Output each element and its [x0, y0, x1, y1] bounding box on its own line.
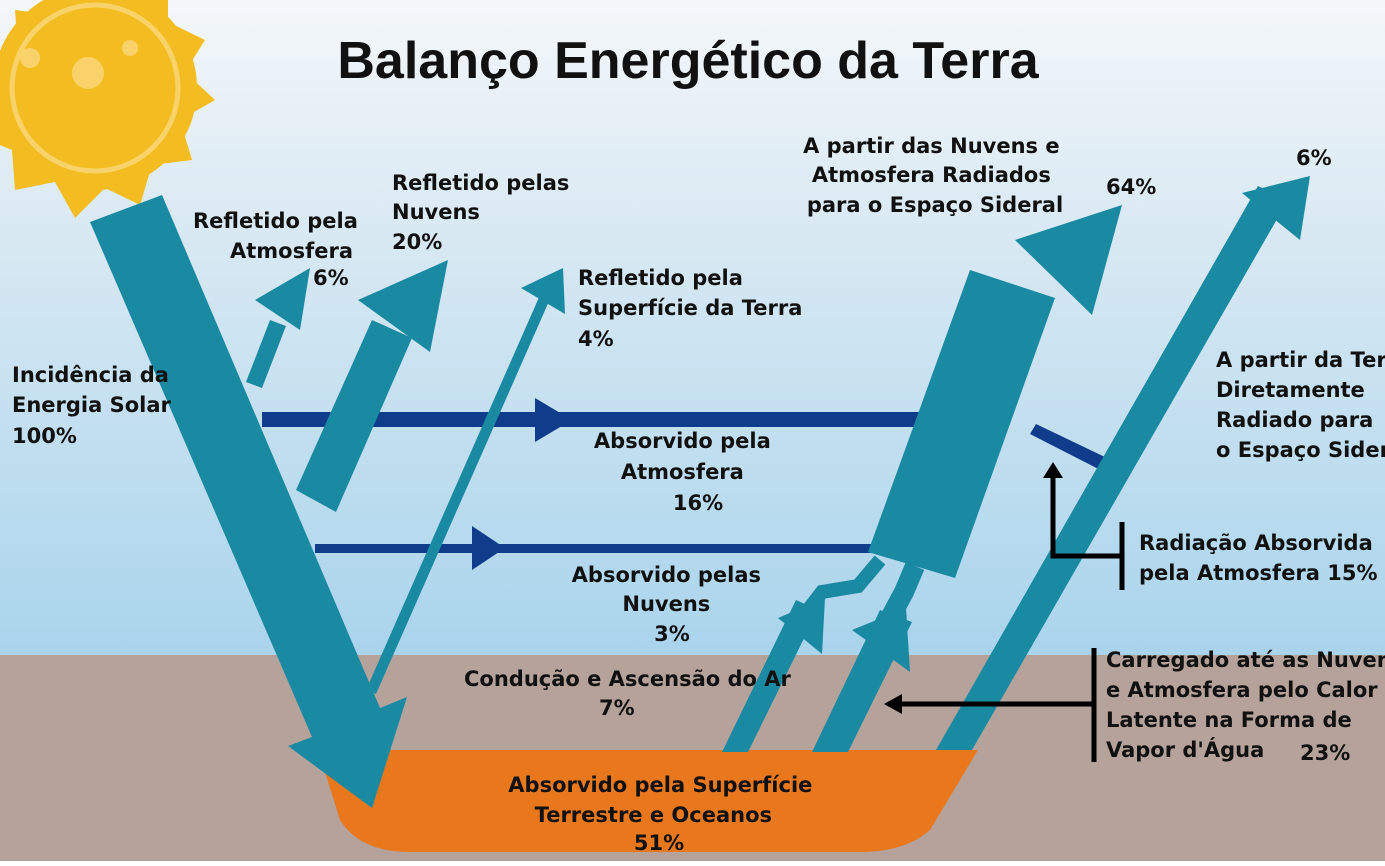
surface-absorbed-line-2: Terrestre e Oceanos — [535, 803, 772, 827]
latent-heat-line-1: Carregado até as Nuvens — [1106, 648, 1385, 672]
reflected-atmosphere-line-1: Refletido pela — [193, 209, 358, 233]
radiated-clouds-label: A partir das Nuvens e Atmosfera Radiados… — [803, 134, 1067, 217]
reflected-atmosphere-label: Refletido pela Atmosfera 6% — [193, 209, 365, 290]
latent-heat-line-4: Vapor d'Água — [1106, 737, 1264, 762]
radiation-absorbed-arrowhead — [1043, 462, 1063, 478]
latent-heat-arrow — [812, 608, 912, 752]
reflected-clouds-line-3: 20% — [392, 230, 442, 254]
surface-absorbed-line-3: 51% — [634, 831, 684, 855]
surface-absorbed-label: Absorvido pela Superfície Terrestre e Oc… — [508, 773, 819, 855]
radiated-earth-line-1: A partir da Terra — [1216, 348, 1385, 372]
absorbed-atmosphere-line-3: 16% — [673, 491, 723, 515]
latent-heat-bracket — [900, 648, 1097, 762]
surface-basin — [318, 750, 978, 852]
reflected-clouds-line-2: Nuvens — [392, 200, 480, 224]
reflected-atmosphere-arrow — [246, 268, 310, 388]
reflected-clouds-arrow — [296, 260, 448, 512]
incidence-label: Incidência da Energia Solar 100% — [12, 363, 178, 448]
solar-incidence-arrow — [90, 195, 407, 808]
reflected-surface-line-2: Superfície da Terra — [578, 296, 802, 320]
reflected-surface-line-1: Refletido pela — [578, 266, 743, 290]
radiation-absorbed-bracket — [1050, 475, 1125, 590]
radiated-clouds-line-1: A partir das Nuvens e — [803, 134, 1060, 158]
absorbed-clouds-line-3: 3% — [654, 622, 690, 646]
reflected-surface-arrow — [366, 268, 565, 694]
incidence-line-1: Incidência da — [12, 363, 169, 387]
absorbed-atmosphere-line-2: Atmosfera — [621, 460, 744, 484]
reflected-clouds-label: Refletido pelas Nuvens 20% — [392, 171, 577, 254]
reflected-atmosphere-line-2: Atmosfera — [230, 239, 353, 263]
earth-direct-radiation-arrow — [936, 176, 1310, 750]
conduction-connector — [802, 555, 886, 615]
reflected-surface-label: Refletido pela Superfície da Terra 4% — [578, 266, 810, 351]
incidence-line-2: Energia Solar — [12, 393, 172, 417]
radiation-absorbed-label: Radiação Absorvida pela Atmosfera 15% — [1139, 531, 1380, 585]
conduction-label: Condução e Ascensão do Ar 7% — [464, 667, 798, 720]
latent-heat-pct: 23% — [1300, 741, 1350, 765]
sun-icon — [0, 0, 215, 218]
page-title: Balanço Energético da Terra — [337, 32, 1039, 90]
reflected-atmosphere-line-3: 6% — [313, 266, 349, 290]
radiated-earth-line-4: o Espaço Sideral — [1216, 438, 1385, 462]
radiated-clouds-line-2: Atmosfera Radiados — [812, 163, 1051, 187]
absorbed-atmosphere-line-1: Absorvido pela — [594, 429, 771, 453]
absorbed-atmosphere-label: Absorvido pela Atmosfera 16% — [594, 429, 778, 515]
surface-absorbed-line-1: Absorvido pela Superfície — [508, 773, 812, 797]
clouds-radiated-arrow — [868, 205, 1122, 578]
absorbed-clouds-label: Absorvido pelas Nuvens 3% — [572, 563, 769, 646]
absorbed-clouds-line-1: Absorvido pelas — [572, 563, 761, 587]
latent-heat-line-3: Latente na Forma de — [1106, 708, 1352, 732]
radiation-absorbed-line-1: Radiação Absorvida — [1139, 531, 1373, 555]
conduction-line-2: 7% — [599, 696, 635, 720]
latent-heat-arrowhead — [884, 694, 902, 714]
radiated-earth-pct: 6% — [1296, 146, 1332, 170]
radiated-earth-label: A partir da Terra Diretamente Radiado pa… — [1216, 348, 1385, 462]
conduction-line-1: Condução e Ascensão do Ar — [464, 667, 792, 691]
radiation-absorbed-line-2: pela Atmosfera 15% — [1139, 561, 1378, 585]
radiated-clouds-line-3: para o Espaço Sideral — [807, 193, 1063, 217]
absorbed-clouds-arrow — [315, 526, 875, 570]
latent-heat-label: Carregado até as Nuvens e Atmosfera pelo… — [1106, 648, 1385, 762]
radiated-earth-line-2: Diretamente — [1216, 378, 1365, 402]
reflected-clouds-line-1: Refletido pelas — [392, 171, 569, 195]
absorbed-clouds-line-2: Nuvens — [622, 592, 710, 616]
radiated-earth-line-3: Radiado para — [1216, 408, 1373, 432]
latent-connector — [881, 562, 925, 623]
reflected-surface-line-3: 4% — [578, 327, 614, 351]
incidence-line-3: 100% — [12, 424, 77, 448]
radiated-clouds-pct: 64% — [1106, 175, 1156, 199]
latent-heat-line-2: e Atmosfera pelo Calor — [1106, 678, 1378, 702]
